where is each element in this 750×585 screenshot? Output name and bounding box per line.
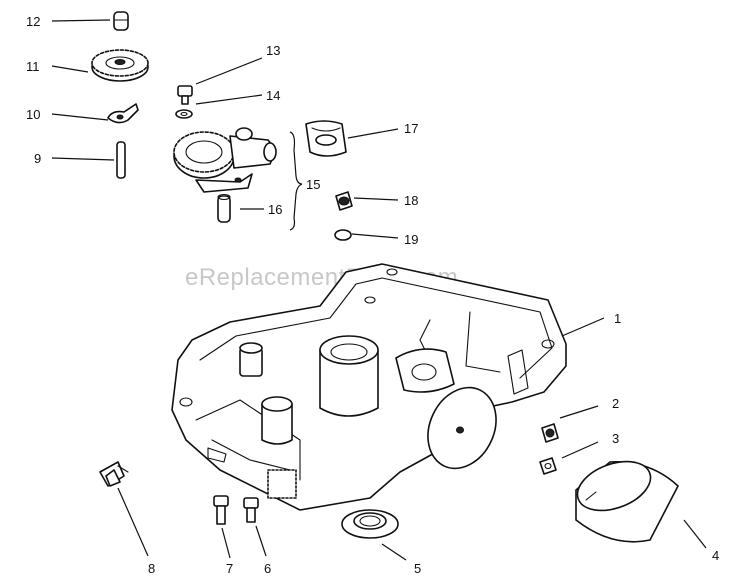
callout-5: 5	[414, 561, 421, 576]
part-17-bushing[interactable]	[305, 120, 347, 157]
part-7-screw[interactable]	[213, 495, 229, 525]
callout-15: 15	[306, 177, 320, 192]
callout-13: 13	[266, 43, 280, 58]
callout-6: 6	[264, 561, 271, 576]
callout-17: 17	[404, 121, 418, 136]
callout-18: 18	[404, 193, 418, 208]
callout-2: 2	[612, 396, 619, 411]
part-1-housing[interactable]	[171, 263, 567, 511]
leader-lines	[51, 19, 707, 561]
part-2-plug[interactable]	[541, 423, 559, 443]
callout-16: 16	[268, 202, 282, 217]
part-13-screw[interactable]	[177, 85, 193, 105]
part-4-oil-filter[interactable]	[571, 452, 679, 543]
part-19-o-ring[interactable]	[334, 229, 352, 241]
callout-7: 7	[226, 561, 233, 576]
assembly-bracket	[289, 131, 303, 231]
part-9-pin[interactable]	[116, 141, 126, 179]
part-12-plug[interactable]	[113, 11, 129, 31]
part-3-fitting[interactable]	[539, 457, 557, 475]
callout-1: 1	[614, 311, 621, 326]
callout-10: 10	[26, 107, 40, 122]
part-10-washer[interactable]	[107, 103, 139, 124]
part-15-oil-pump[interactable]	[173, 127, 277, 193]
callout-19: 19	[404, 232, 418, 247]
callout-8: 8	[148, 561, 155, 576]
part-11-gear[interactable]	[91, 49, 149, 82]
callout-labels: 12 11 10 9 13 14 15 16 17 18 19 1 2 3 4 …	[26, 14, 719, 576]
part-18-plug[interactable]	[335, 191, 353, 211]
callout-4: 4	[712, 548, 719, 563]
part-8-oil-sensor[interactable]	[99, 461, 129, 487]
callout-3: 3	[612, 431, 619, 446]
part-16-shaft[interactable]	[217, 193, 231, 223]
part-5-seal[interactable]	[341, 509, 399, 539]
callout-14: 14	[266, 88, 280, 103]
part-6-screw[interactable]	[243, 497, 259, 523]
callout-11: 11	[26, 59, 40, 74]
part-14-washer[interactable]	[175, 109, 193, 119]
callout-12: 12	[26, 14, 40, 29]
callout-9: 9	[34, 151, 41, 166]
